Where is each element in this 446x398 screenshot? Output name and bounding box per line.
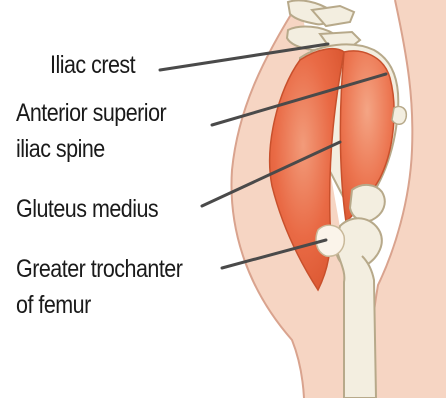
label-anterior-superior-line1: Anterior superior xyxy=(16,98,166,128)
label-iliac-crest: Iliac crest xyxy=(50,50,135,80)
label-greater-trochanter-line2: of femur xyxy=(16,290,91,320)
label-greater-trochanter-line1: Greater trochanter xyxy=(16,254,182,284)
label-anterior-superior-line2: iliac spine xyxy=(16,134,105,164)
label-gluteus-medius: Gluteus medius xyxy=(16,194,158,224)
